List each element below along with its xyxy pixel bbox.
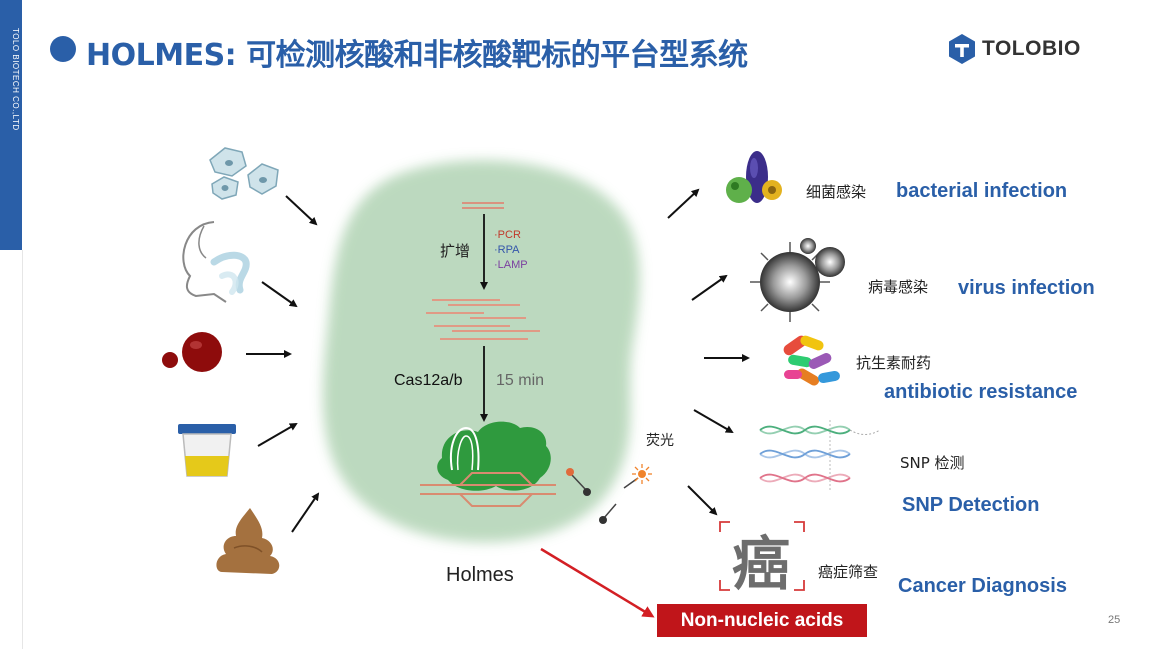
tolobio-logo-icon <box>949 34 975 64</box>
fluorescence-burst-icon <box>632 464 652 484</box>
company-logo: TOLOBIO <box>946 33 1096 65</box>
breath-face-icon <box>182 221 250 303</box>
capsules-icon <box>783 335 840 386</box>
cells-icon <box>209 147 279 200</box>
side-divider <box>22 250 23 649</box>
app-cn-virus: 病毒感染 <box>868 278 929 296</box>
method-rpa: ·RPA <box>494 244 520 256</box>
app-cn-antibiotic: 抗生素耐药 <box>856 354 932 372</box>
method-pcr: ·PCR <box>494 229 521 241</box>
title-bullet-icon <box>50 36 76 62</box>
side-bar: TOLO BIOTECH CO.,LTD <box>0 0 22 250</box>
holmes-label: Holmes <box>446 564 514 586</box>
company-vertical-text: TOLO BIOTECH CO.,LTD <box>11 28 20 131</box>
slide-title: HOLMES: 可检测核酸和非核酸靶标的平台型系统 <box>86 38 748 73</box>
fluorescence-label: 荧光 <box>646 433 674 449</box>
app-cn-bacterial: 细菌感染 <box>806 183 867 201</box>
logo-text: TOLOBIO <box>982 37 1081 60</box>
dna-icon <box>759 420 881 490</box>
reporter-icon <box>566 464 652 524</box>
app-en-antibiotic: antibiotic resistance <box>884 381 1078 403</box>
app-en-bacterial: bacterial infection <box>896 180 1068 202</box>
app-en-cancer: Cancer Diagnosis <box>898 575 1067 597</box>
page-number: 25 <box>1108 614 1121 626</box>
cancer-character-icon: 癌 <box>732 530 790 598</box>
cas-protein-icon <box>420 421 556 507</box>
amplify-label: 扩增 <box>440 242 471 260</box>
urine-cup-icon <box>178 424 236 477</box>
bacteria-icon <box>726 151 782 203</box>
method-lamp: ·LAMP <box>494 259 528 271</box>
blood-drops-icon <box>162 332 222 372</box>
enzyme-label: Cas12a/b <box>394 372 463 389</box>
time-label: 15 min <box>496 372 545 389</box>
non-nucleic-acids-badge: Non-nucleic acids <box>657 604 867 637</box>
app-en-virus: virus infection <box>958 277 1095 299</box>
template-dna-icon <box>462 202 504 209</box>
virus-icon <box>750 238 845 322</box>
app-cn-snp: SNP 检测 <box>900 454 965 472</box>
stool-icon <box>216 508 280 574</box>
cancer-frame-icon <box>719 521 805 591</box>
amplified-dna-icon <box>426 299 540 340</box>
reaction-blob <box>322 160 640 543</box>
app-en-snp: SNP Detection <box>902 494 1040 516</box>
app-cn-cancer: 癌症筛查 <box>818 563 879 581</box>
